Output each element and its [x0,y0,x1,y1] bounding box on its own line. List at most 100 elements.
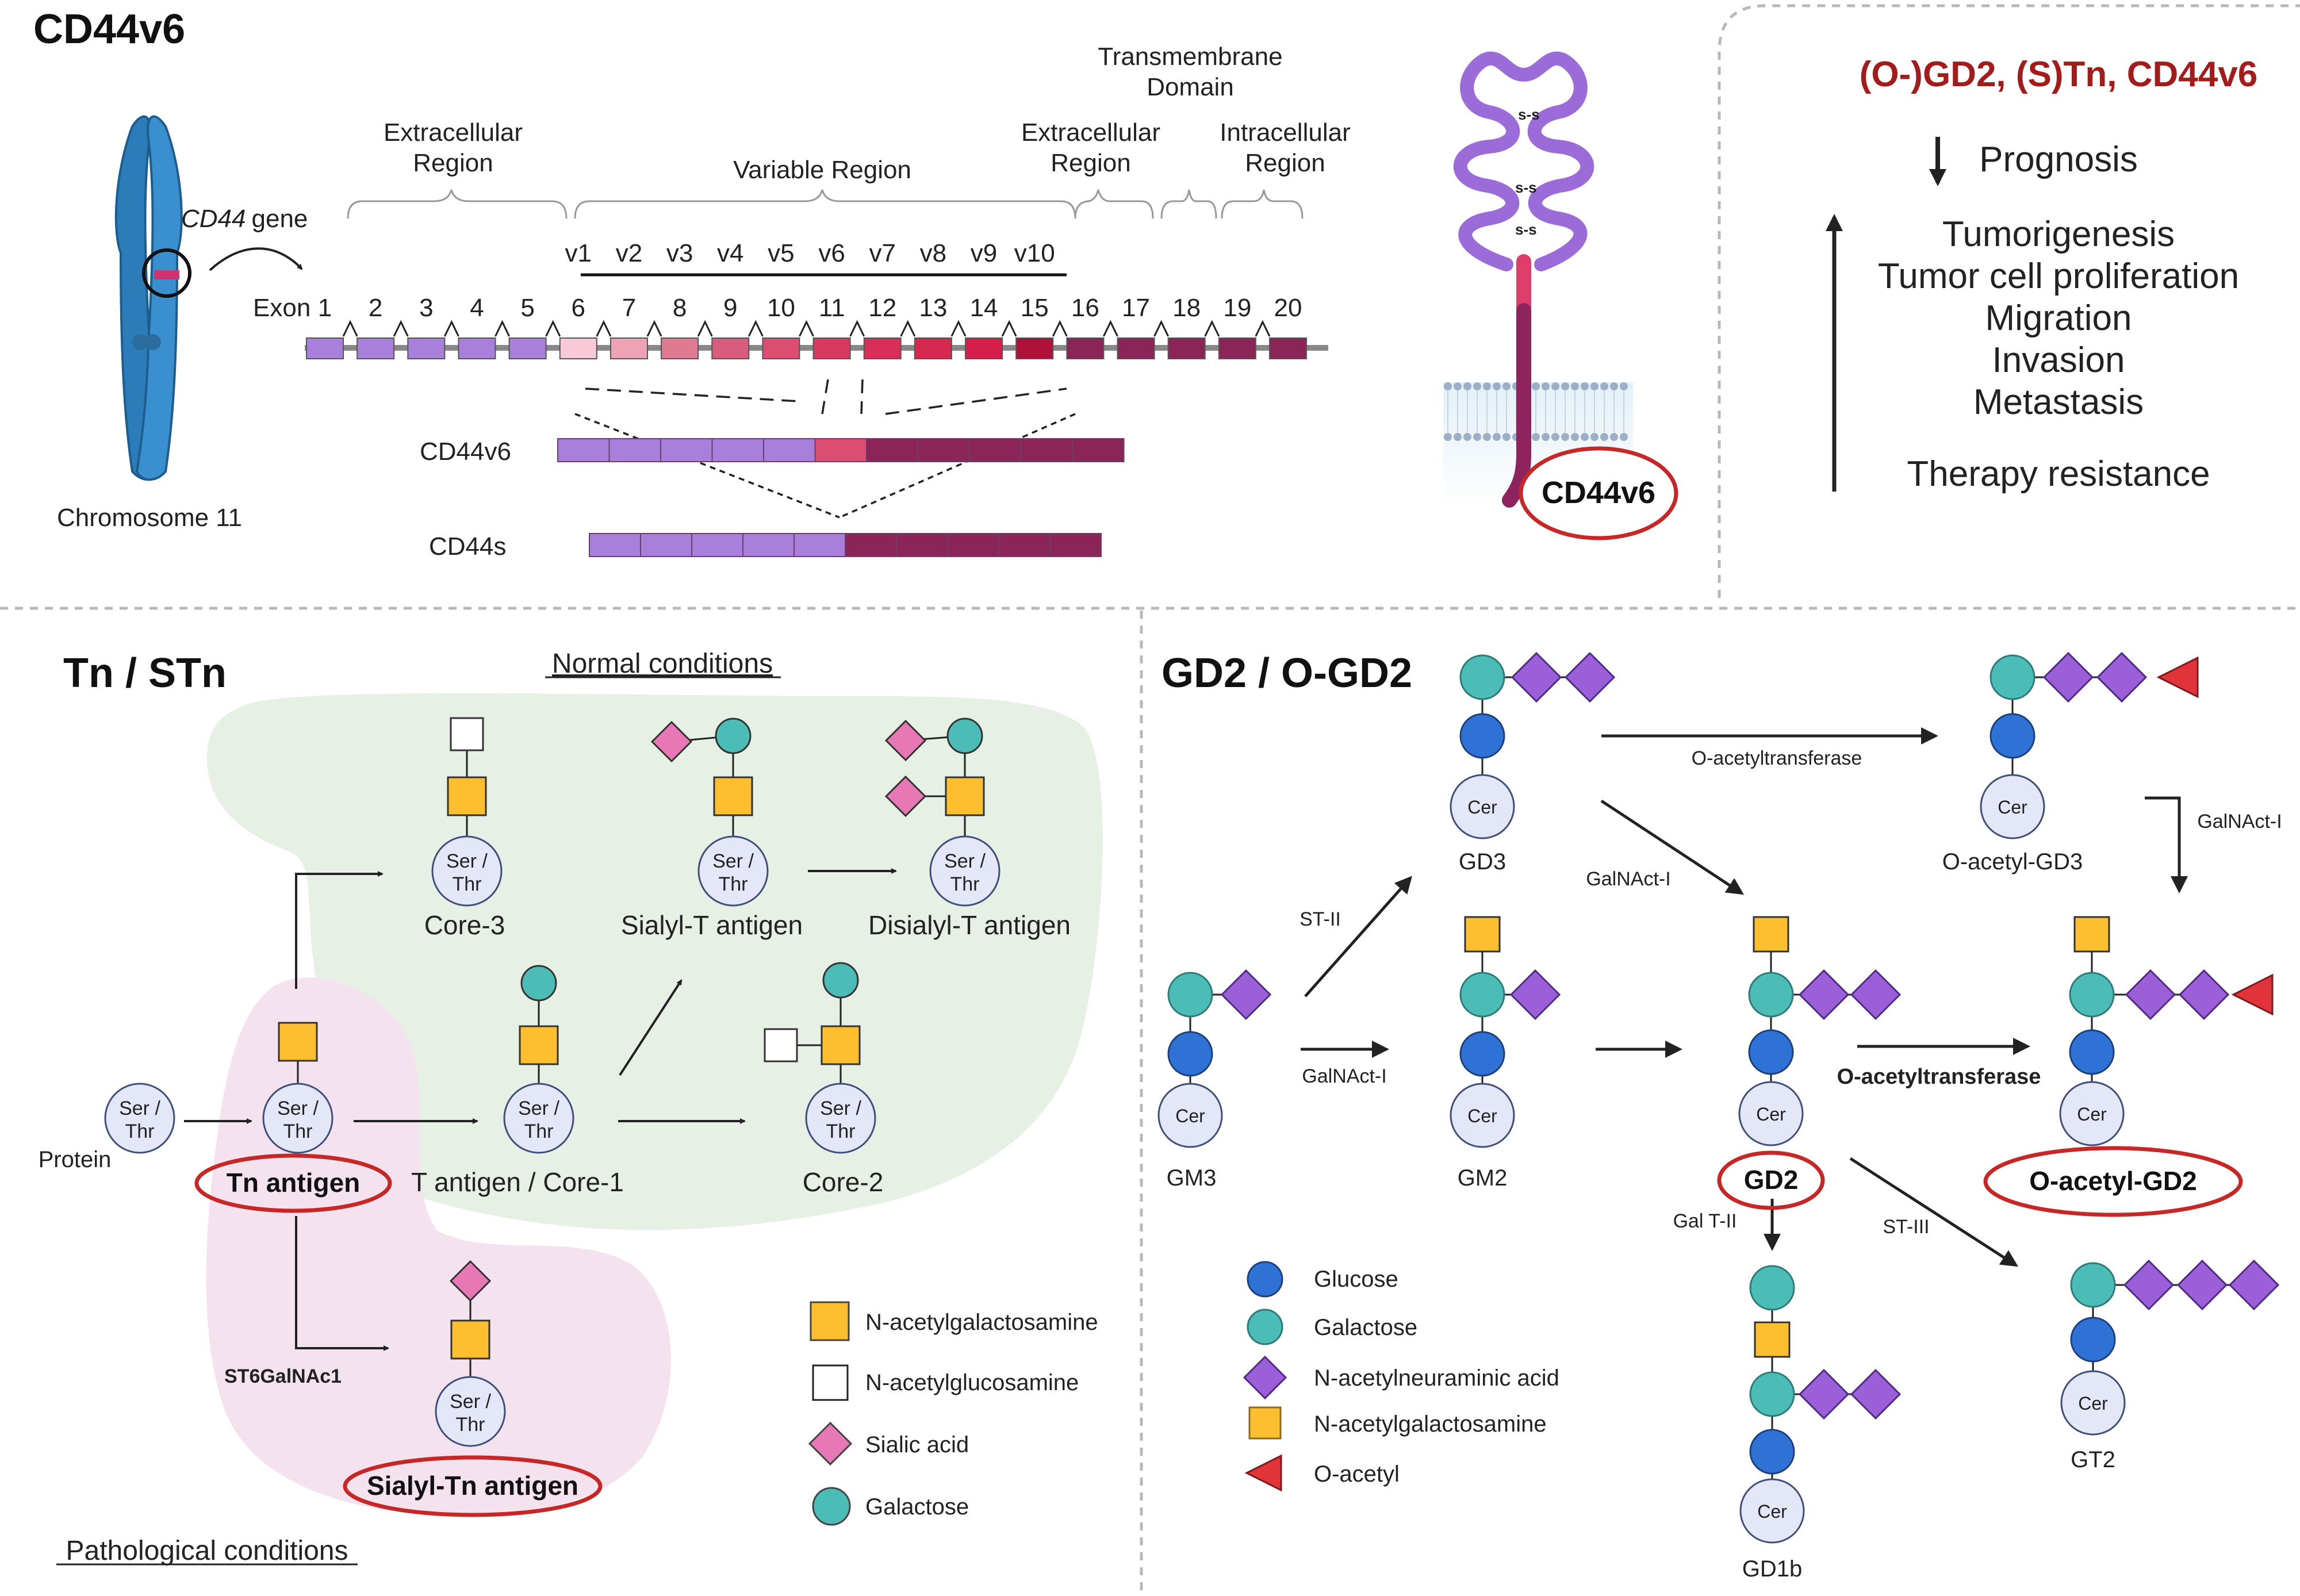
lipid-head [1483,433,1491,441]
lipid-head [1551,382,1559,390]
variant-label: v2 [616,239,642,267]
intron-connector [849,320,865,337]
lipid-head [1532,433,1540,441]
galactose-icon [1459,972,1505,1018]
chromosome-label: Chromosome 11 [57,504,242,532]
exon-box [1066,337,1105,359]
glucose-icon [1749,1429,1795,1475]
cd44v6-protein-label: CD44v6 [1542,475,1655,510]
galnac-legend-icon [810,1301,850,1341]
galnac-icon [821,1025,861,1065]
chromosome-icon [114,115,191,481]
o-acetyl-gd3-label: O-acetyl-GD3 [1942,849,2083,874]
exon-box [1218,337,1256,359]
exon-box [458,337,496,359]
exon-box [965,337,1003,359]
lipid-head [1473,382,1481,390]
galactose-legend-label-gd2: Galactose [1314,1315,1417,1340]
region-braces [347,189,1304,219]
isoform-cd44v6-label: CD44v6 [420,438,511,466]
exon-number: 3 [419,294,433,322]
exon-box [508,337,547,359]
exon-number: 19 [1223,294,1251,322]
ser-thr-label: Ser / [820,1098,861,1119]
ceramide-label: Cer [1467,1106,1497,1126]
galactose-legend-icon-gd2 [1247,1309,1283,1345]
galnac-legend-label-gd2: N-acetylgalactosamine [1314,1411,1547,1437]
glucose-icon [1459,713,1505,759]
cd44v6-highlight-ring [1519,446,1678,540]
galactose-icon [1167,972,1213,1018]
variant-label: v10 [1014,239,1055,267]
ceramide-icon [1739,1478,1805,1544]
cd44-title: CD44v6 [33,6,185,52]
intron-connector [646,320,662,337]
neu5ac-icon [1511,651,1562,703]
ser-thr-label: Thr [125,1121,155,1142]
glucose-legend-icon [1247,1261,1283,1298]
tn-title: Tn / STn [63,650,227,696]
gd2-legend: Glucose Galactose N-acetylneuraminic aci… [1243,1261,1559,1492]
exon-number: 13 [919,294,947,322]
tn-legend: N-acetylgalactosamine N-acetylglucosamin… [808,1301,1098,1526]
ceramide-icon [1157,1083,1223,1148]
isoform-segment [660,438,713,462]
prognosis-item: Metastasis [1973,382,2144,422]
galactose-icon [520,965,557,1002]
glucose-icon [2070,1317,2116,1363]
isoform-segment [557,438,610,462]
galnac-icon [450,1319,490,1360]
prognosis-item: Tumorigenesis [1942,214,2175,254]
galnac-icon [519,1025,559,1065]
exon-number: 15 [1021,294,1049,322]
isoform-segment [998,533,1051,557]
pathological-conditions-label: Pathological conditions [66,1536,348,1566]
glucose-icon [2069,1029,2115,1075]
galnac-icon [447,776,487,816]
ser-thr-label: Thr [950,873,980,895]
lipid-head [1581,433,1589,441]
lipid-head [1502,382,1511,390]
ser-thr-label: Thr [719,873,748,895]
exon-number: 16 [1071,294,1099,322]
gm2-label: GM2 [1458,1165,1508,1191]
isoform-segment [947,533,999,557]
isoform-segment [742,533,795,557]
neu5ac-legend-label: N-acetylneuraminic acid [1314,1365,1559,1391]
galactose-icon [715,718,752,754]
galnac-icon [2073,916,2110,953]
isoform-segment [866,438,919,462]
ser-thr-label: Thr [524,1121,554,1142]
normal-conditions-region [207,693,1103,1230]
lipid-head [1463,382,1471,390]
st6galnac1-enzyme: ST6GalNAc1 [224,1365,342,1387]
disulfide-bond-3: s-s [1515,221,1537,238]
lipid-head [1590,433,1598,441]
galactose-icon [1748,972,1794,1018]
lipid-head [1610,382,1618,390]
prognosis-item: Invasion [1992,340,2125,380]
exon-box [762,337,800,359]
lipid-head [1620,382,1628,390]
exon-box [1167,337,1206,359]
enzyme-o-acetyltransferase-gd3: O-acetyltransferase [1692,747,1862,769]
prognosis-label: Prognosis [1979,140,2138,179]
glcnac-legend-icon [812,1364,849,1401]
galactose-icon [1459,654,1505,700]
isoform-segment [896,533,948,557]
sialic-legend-icon [808,1421,853,1466]
ceramide-icon [1450,774,1515,839]
neu5ac-icon [2178,969,2230,1020]
ser-thr-label: Ser / [450,1391,491,1413]
galactose-legend-icon [812,1487,851,1526]
prognosis-item: Tumor cell proliferation [1878,256,2239,296]
ser-thr-label: Ser / [119,1098,160,1119]
gt2-label: GT2 [2071,1447,2115,1472]
intron-connector [494,320,510,337]
gene-arrow [209,247,303,271]
intron-connector [596,320,612,337]
sialic-acid-icon [884,719,927,762]
